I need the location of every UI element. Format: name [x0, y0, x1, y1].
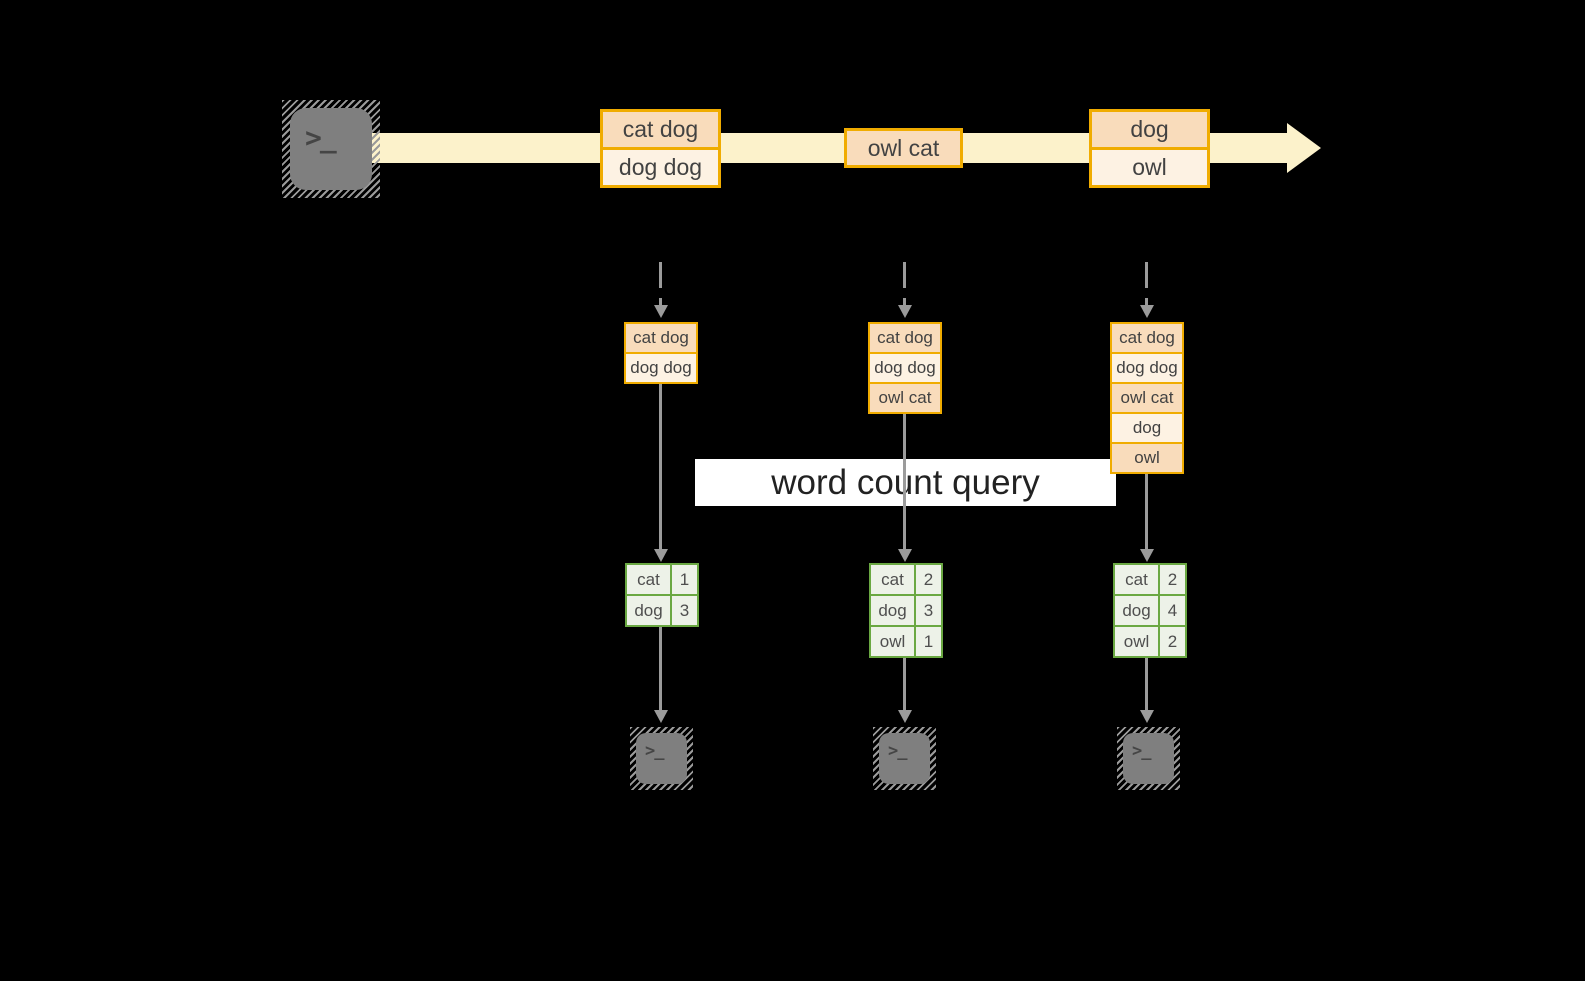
- arrow-shaft: [1145, 262, 1148, 306]
- arrow-shaft: [903, 262, 906, 306]
- output-arrow-2: [898, 658, 912, 723]
- count-cell: 1: [672, 565, 697, 594]
- arrow-shaft: [659, 384, 662, 550]
- buffer-record: owl cat: [870, 382, 940, 412]
- terminal-body: >_: [290, 108, 372, 190]
- word-cell: cat: [1115, 565, 1158, 594]
- output-arrow-1: [654, 627, 668, 723]
- ingest-arrow-1: [654, 262, 668, 318]
- arrowhead-icon: [654, 305, 668, 318]
- ingest-arrow-3: [1140, 262, 1154, 318]
- arrowhead-icon: [1140, 305, 1154, 318]
- arrow-shaft: [903, 658, 906, 711]
- count-cell: 2: [916, 565, 941, 594]
- word-cell: dog: [627, 596, 670, 625]
- arrow-shaft: [659, 627, 662, 711]
- buffer-record: dog dog: [1112, 352, 1182, 382]
- ingest-arrow-2: [898, 262, 912, 318]
- stream-batch-1: cat dog dog dog: [600, 109, 721, 188]
- buffer-record: owl cat: [1112, 382, 1182, 412]
- buffer-record: dog dog: [626, 352, 696, 382]
- buffer-stack-2: cat dog dog dog owl cat: [868, 322, 942, 414]
- terminal-body: >_: [636, 733, 687, 784]
- word-cell: cat: [871, 565, 914, 594]
- word-cell: cat: [627, 565, 670, 594]
- arrowhead-icon: [654, 549, 668, 562]
- buffer-record: cat dog: [870, 324, 940, 352]
- buffer-stack-3: cat dog dog dog owl cat dog owl: [1110, 322, 1184, 474]
- query-arrow-2: [898, 414, 912, 562]
- arrow-shaft: [659, 262, 662, 306]
- stream-batch-3: dog owl: [1089, 109, 1210, 188]
- buffer-record: dog dog: [870, 352, 940, 382]
- arrow-shaft: [1145, 658, 1148, 711]
- sink-terminal-icon-2: >_: [873, 727, 936, 790]
- query-arrow-1: [654, 384, 668, 562]
- arrow-shaft: [903, 414, 906, 550]
- stream-arrowhead-icon: [1287, 123, 1321, 173]
- count-cell: 3: [672, 596, 697, 625]
- buffer-record: cat dog: [626, 324, 696, 352]
- count-table-3: cat 2 dog 4 owl 2: [1113, 563, 1187, 658]
- buffer-record: dog: [1112, 412, 1182, 442]
- stream-record: owl cat: [847, 131, 960, 165]
- stream-record: dog: [1092, 112, 1207, 147]
- query-arrow-3: [1140, 474, 1154, 562]
- terminal-prompt-glyph: >_: [305, 121, 337, 154]
- arrowhead-icon: [898, 305, 912, 318]
- buffer-stack-1: cat dog dog dog: [624, 322, 698, 384]
- count-cell: 1: [916, 627, 941, 656]
- count-cell: 4: [1160, 596, 1185, 625]
- stream-record: dog dog: [603, 147, 718, 185]
- terminal-body: >_: [879, 733, 930, 784]
- output-arrow-3: [1140, 658, 1154, 723]
- count-cell: 3: [916, 596, 941, 625]
- count-table-1: cat 1 dog 3: [625, 563, 699, 627]
- sink-terminal-icon-3: >_: [1117, 727, 1180, 790]
- count-cell: 2: [1160, 627, 1185, 656]
- arrowhead-icon: [1140, 549, 1154, 562]
- source-terminal-icon: >_: [282, 100, 380, 198]
- buffer-record: cat dog: [1112, 324, 1182, 352]
- stream-batch-2: owl cat: [844, 128, 963, 168]
- count-cell: 2: [1160, 565, 1185, 594]
- terminal-prompt-glyph: >_: [888, 741, 907, 761]
- arrowhead-icon: [898, 549, 912, 562]
- terminal-body: >_: [1123, 733, 1174, 784]
- word-cell: dog: [871, 596, 914, 625]
- word-cell: owl: [1115, 627, 1158, 656]
- sink-terminal-icon-1: >_: [630, 727, 693, 790]
- arrowhead-icon: [1140, 710, 1154, 723]
- arrowhead-icon: [654, 710, 668, 723]
- word-cell: dog: [1115, 596, 1158, 625]
- terminal-prompt-glyph: >_: [1132, 741, 1151, 761]
- stream-record: cat dog: [603, 112, 718, 147]
- stream-record: owl: [1092, 147, 1207, 185]
- word-cell: owl: [871, 627, 914, 656]
- arrow-shaft: [1145, 474, 1148, 550]
- arrowhead-icon: [898, 710, 912, 723]
- buffer-record: owl: [1112, 442, 1182, 472]
- count-table-2: cat 2 dog 3 owl 1: [869, 563, 943, 658]
- terminal-prompt-glyph: >_: [645, 741, 664, 761]
